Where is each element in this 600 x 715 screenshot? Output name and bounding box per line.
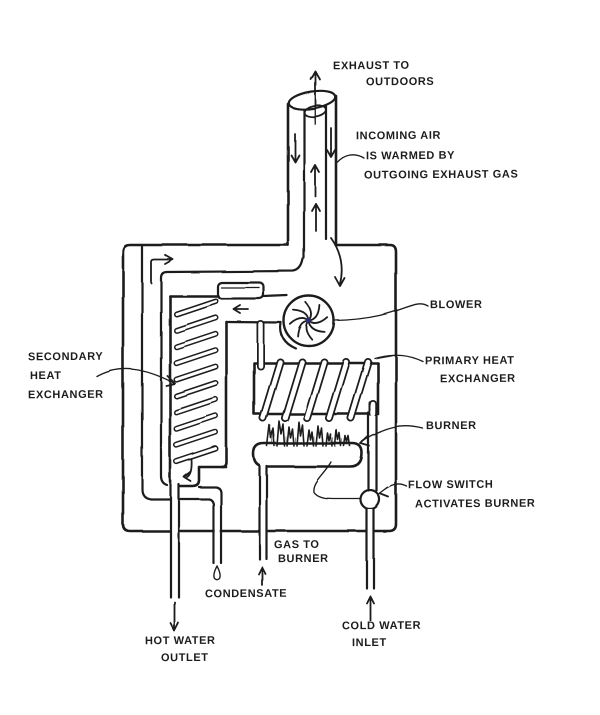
label-gas-line1: GAS TO xyxy=(273,538,320,552)
label-cold-water-line1: COLD WATER xyxy=(341,619,422,633)
secondary-hx-fins xyxy=(177,301,216,462)
vent-outer-mouth xyxy=(287,88,336,112)
secondary-heat-exchanger xyxy=(170,283,296,487)
blower-fan xyxy=(284,296,334,346)
burner-pan xyxy=(254,444,363,467)
exhaust-up-arrows xyxy=(311,165,320,231)
cabinet-air-down-arrow xyxy=(331,238,345,286)
blower-pointer xyxy=(335,304,429,321)
label-blower: BLOWER xyxy=(429,298,483,312)
cold-water-pipe xyxy=(367,413,377,620)
label-flow-switch-line2: ACTIVATES BURNER xyxy=(414,497,536,511)
flow-switch-control-line xyxy=(313,462,359,499)
primary-heat-exchanger xyxy=(254,324,378,418)
label-gas-line2: BURNER xyxy=(277,552,329,566)
blower-impeller xyxy=(290,302,327,339)
primary-hx-coil xyxy=(261,324,374,418)
label-primary-line1: PRIMARY HEAT xyxy=(424,354,515,368)
label-cold-water-line2: INLET xyxy=(351,636,387,650)
primary-hx-pointer xyxy=(375,355,423,361)
channel-flow-arrow xyxy=(151,255,173,283)
label-exhaust-line1: EXHAUST TO xyxy=(332,59,410,73)
label-burner: BURNER xyxy=(425,419,477,433)
gas-flow-arrow xyxy=(259,567,266,585)
vent-pipe xyxy=(287,71,344,286)
label-hot-water-line1: HOT WATER xyxy=(144,634,216,648)
label-incoming-line1: INCOMING AIR xyxy=(355,129,442,143)
burner-pointer xyxy=(361,426,424,446)
exhaust-air-channel xyxy=(142,246,303,563)
incoming-air-pointer xyxy=(338,155,365,162)
label-primary-line2: EXCHANGER xyxy=(439,372,516,386)
label-secondary-line3: EXCHANGER xyxy=(27,388,104,402)
flow-switch-pointer xyxy=(380,484,408,497)
label-incoming-line3: OUTGOING EXHAUST GAS xyxy=(363,168,519,182)
hot-water-pipe xyxy=(171,482,179,631)
label-secondary-line2: HEAT xyxy=(29,369,62,383)
label-flow-switch-line1: FLOW SWITCH xyxy=(407,478,494,492)
label-secondary-line1: SECONDARY xyxy=(27,350,104,364)
burner-flames xyxy=(267,421,350,446)
exhaust-out-arrow xyxy=(311,71,320,124)
label-hot-water-line2: OUTLET xyxy=(160,651,209,665)
impeller-hub-dot xyxy=(306,318,312,324)
pointer-lines xyxy=(97,155,428,497)
cold-water-arrow xyxy=(367,596,374,620)
hot-water-arrow xyxy=(171,602,179,631)
blower-duct xyxy=(227,296,297,349)
intake-air-arrows xyxy=(291,128,335,162)
secondary-hx-header-box xyxy=(218,283,264,299)
secondary-hx-outlet-arrow xyxy=(184,459,192,481)
gas-pipe xyxy=(259,462,267,585)
condensate-droplet xyxy=(214,566,220,580)
label-incoming-line2: IS WARMED BY xyxy=(365,149,456,163)
label-exhaust-line2: OUTDOORS xyxy=(365,75,435,89)
label-condensate: CONDENSATE xyxy=(204,587,288,601)
condensate-drain xyxy=(214,504,220,580)
duct-flow-arrow xyxy=(234,305,249,313)
secondary-hx-pointer xyxy=(97,369,175,386)
